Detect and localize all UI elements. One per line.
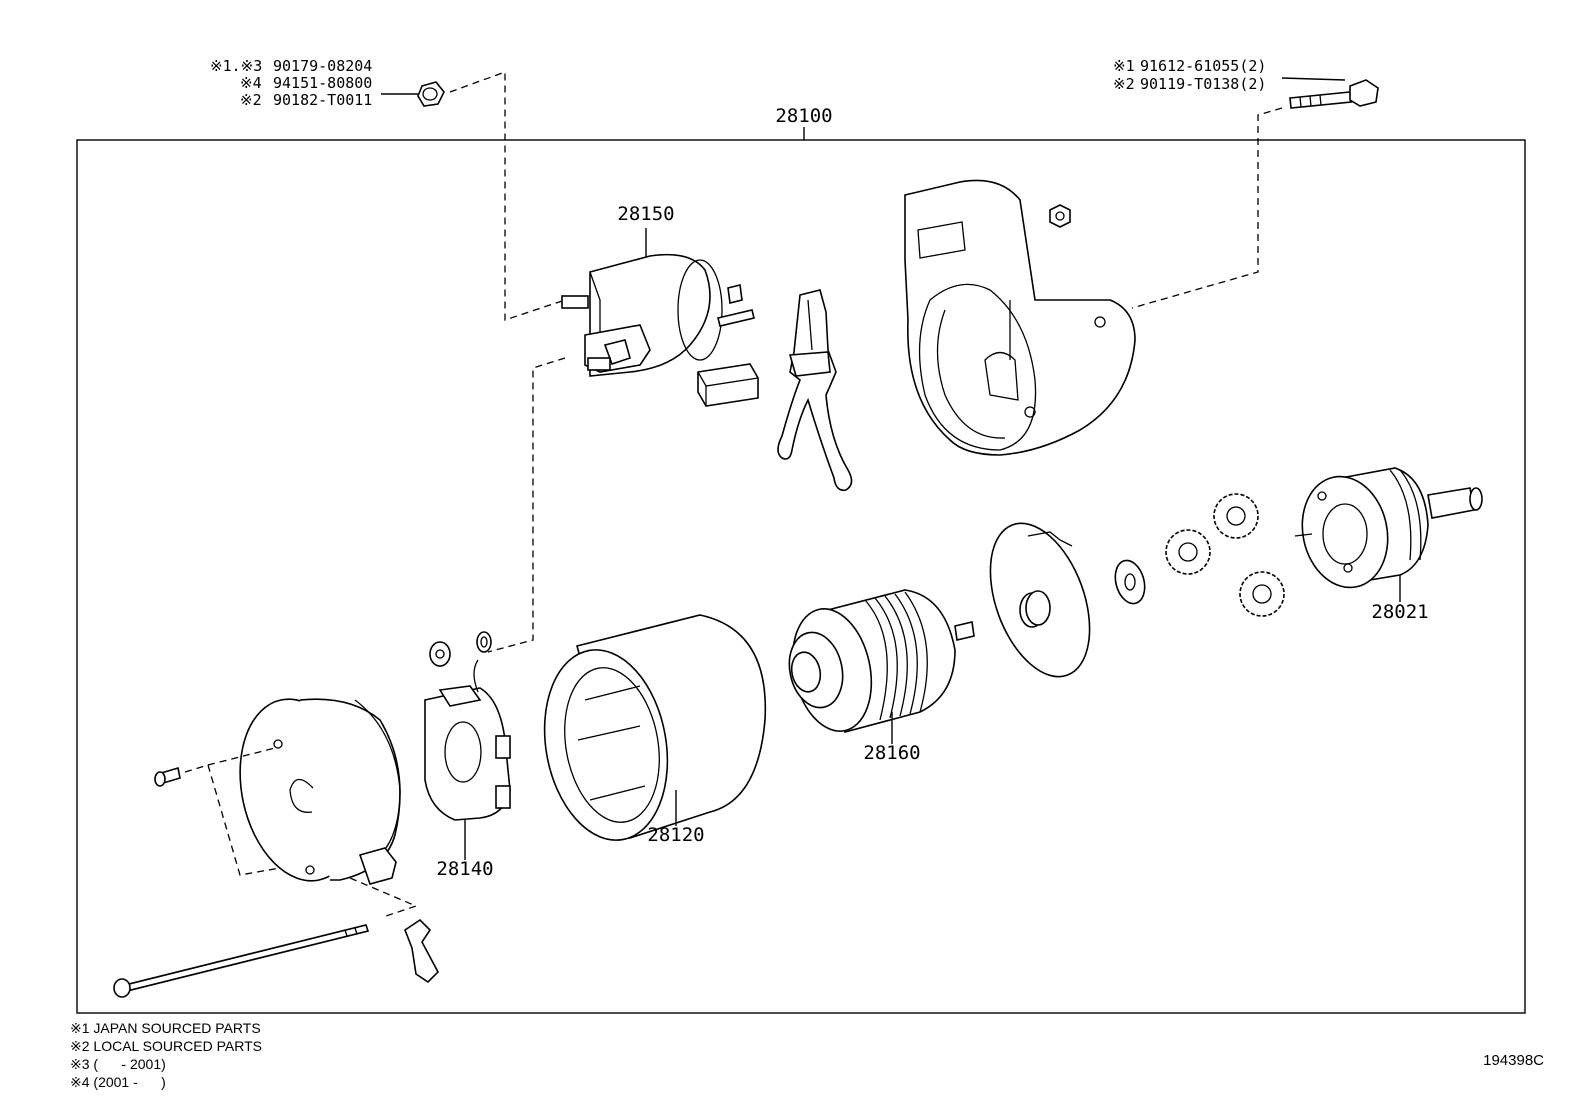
planetary-gear-icon (1239, 571, 1285, 617)
planetary-gear-icon (1165, 529, 1211, 575)
clutch-callout: 28021 (1371, 601, 1428, 623)
footnote-4: ※4 (2001 - ) (70, 1074, 166, 1090)
center-plate-icon (989, 522, 1091, 678)
armature-icon (788, 589, 975, 733)
yoke-icon (543, 614, 767, 841)
drive-lever-icon (777, 289, 853, 492)
contact-block-icon (697, 363, 759, 407)
nut-icon (1049, 204, 1071, 228)
through-bolt-icon (113, 924, 370, 998)
bracket-icon (404, 918, 439, 984)
assembly-label: 28100 (775, 105, 832, 127)
top-left-number-1[interactable]: 90179-08204 (273, 57, 372, 75)
top-left-mark-3: ※2 (240, 91, 262, 109)
diagram-code: 194398C (1483, 1052, 1544, 1069)
footnote-1: ※1 JAPAN SOURCED PARTS (70, 1020, 261, 1036)
nut-icon (417, 81, 445, 107)
footnote-2: ※2 LOCAL SOURCED PARTS (70, 1038, 262, 1054)
top-right-number-1[interactable]: 91612-61055(2) (1140, 57, 1266, 75)
solenoid-switch-icon (561, 253, 755, 377)
screw-icon (154, 766, 181, 787)
brush-holder-icon (424, 659, 511, 821)
top-left-mark-2: ※4 (240, 74, 262, 92)
drive-housing-icon (904, 179, 1136, 456)
top-left-part-list: ※1.※3 90179-08204 ※4 94151-80800 ※2 9018… (210, 57, 372, 109)
bolt-icon (1289, 79, 1379, 109)
washer-icon (476, 631, 492, 653)
brush-holder-callout: 28140 (436, 858, 493, 880)
clutch-assembly-icon (1294, 467, 1483, 589)
top-left-number-3[interactable]: 90182-T0011 (273, 91, 372, 109)
nut-icon (429, 641, 451, 667)
footnote-3: ※3 ( - 2001) (70, 1056, 166, 1072)
top-right-mark-1: ※1 (1113, 57, 1135, 75)
end-frame-icon (239, 698, 401, 885)
top-right-mark-2: ※2 (1113, 75, 1135, 93)
armature-callout: 28160 (863, 742, 920, 764)
top-left-number-2[interactable]: 94151-80800 (273, 74, 372, 92)
yoke-callout: 28120 (647, 824, 704, 846)
assembly-frame (76, 139, 1526, 1014)
top-right-part-list: ※1 91612-61055(2) ※2 90119-T0138(2) (1113, 57, 1266, 93)
top-left-mark-1: ※1.※3 (210, 57, 262, 75)
solenoid-callout: 28150 (617, 203, 674, 225)
planetary-gear-icon (1213, 493, 1259, 539)
washer-icon (1114, 559, 1146, 605)
top-right-number-2[interactable]: 90119-T0138(2) (1140, 75, 1266, 93)
